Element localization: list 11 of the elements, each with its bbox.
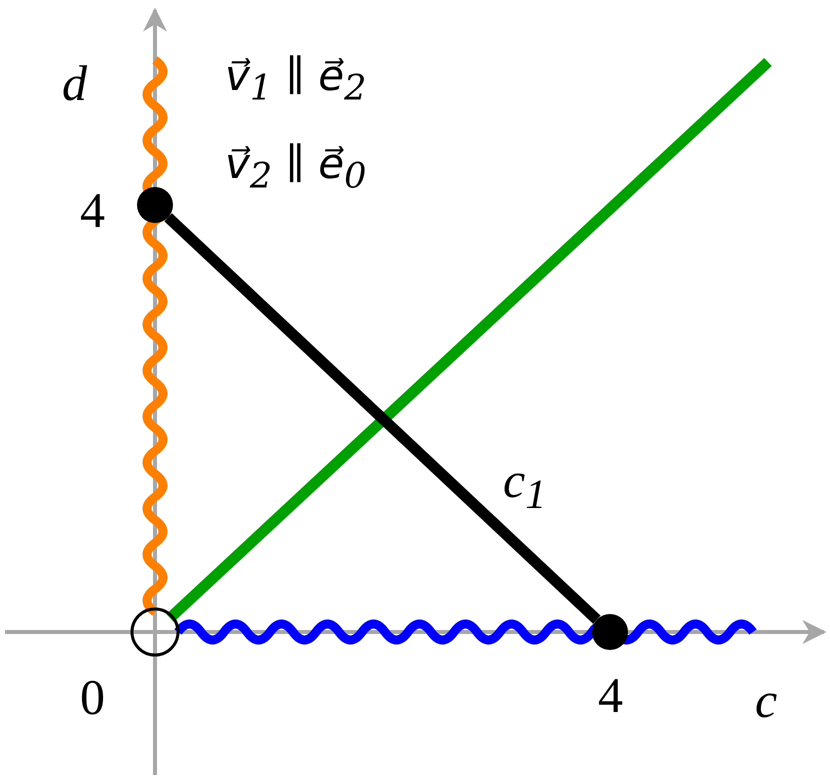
axis-label: c: [755, 675, 778, 725]
tick-label: 4: [598, 670, 623, 720]
tick-label: 0: [80, 672, 105, 722]
line-segment: [164, 213, 601, 624]
axis-label: d: [62, 58, 87, 108]
segment-label: c$_{1}$: [503, 455, 546, 517]
annotation: v⃗$_{1}$ ∥ e⃗$_{2}$: [225, 55, 366, 106]
tick-label: 4: [80, 185, 105, 235]
vertex-dot: [137, 187, 173, 223]
vertex-dot: [592, 614, 628, 650]
annotation: v⃗$_{2}$ ∥ e⃗$_{0}$: [225, 143, 366, 194]
